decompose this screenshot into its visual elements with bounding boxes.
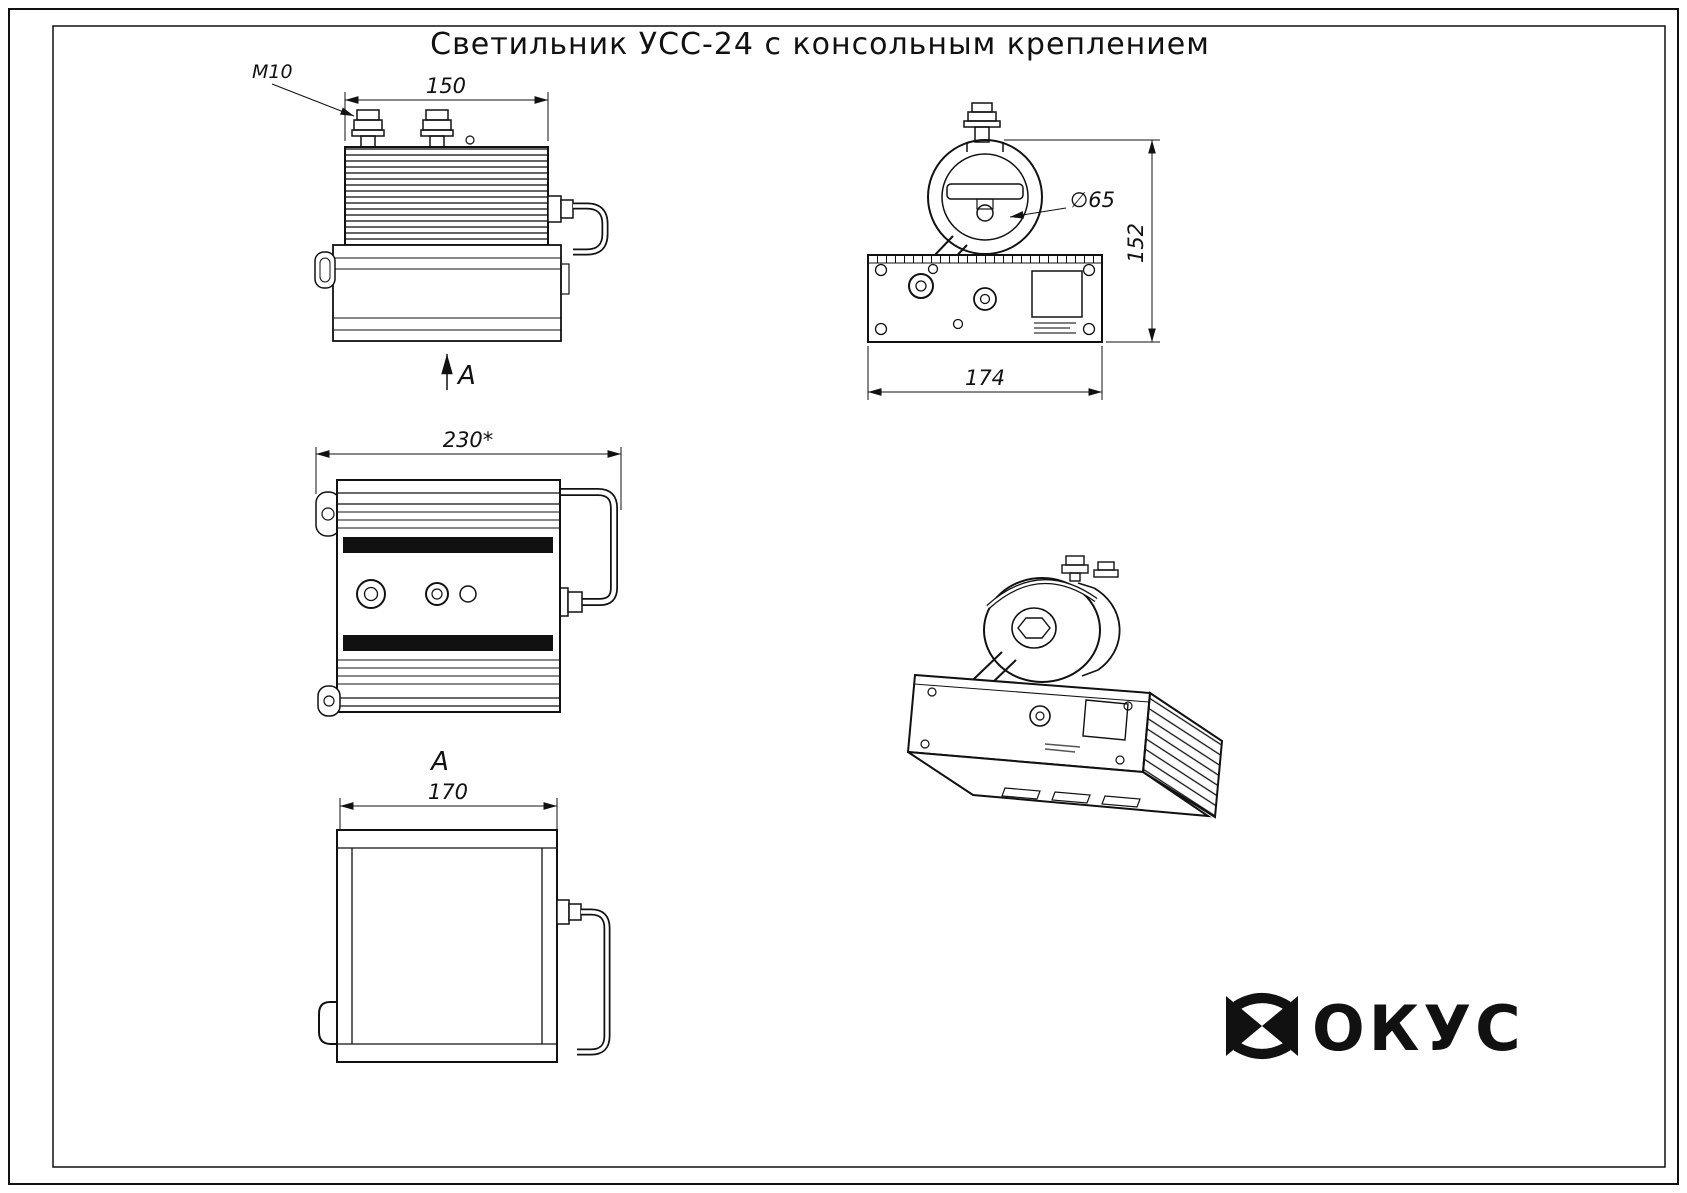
view-direction-label: А (456, 361, 476, 391)
heatsink-body (344, 146, 549, 246)
power-cable-core (573, 204, 607, 254)
diameter-leader (1009, 207, 1067, 219)
gasket-band-bottom (343, 635, 553, 651)
mounting-bracket-top (314, 244, 570, 342)
bolt-left-icon (351, 109, 385, 148)
section-view-label: А (429, 747, 449, 777)
cable-gland-small (459, 585, 477, 603)
iso-nameplate-text (1044, 743, 1081, 753)
lamp-housing-side (336, 479, 561, 713)
thread-label: М10 (252, 61, 293, 83)
clamp-bolt-icon (963, 102, 1001, 143)
view-isometric (906, 555, 1224, 819)
cable-gland-large (356, 579, 386, 609)
clamp-diameter-label: ∅65 (1070, 188, 1115, 212)
dimension-top-width (344, 92, 549, 141)
view-front: ∅65 152 (867, 102, 1160, 400)
view-top: 150 М10 (252, 61, 609, 391)
dim-front-height-label: 152 (1124, 223, 1148, 263)
lamp-housing-bottom (336, 829, 558, 1063)
dimension-bottom-width (339, 798, 558, 829)
dimension-front-width (867, 346, 1103, 400)
thread-leader (271, 83, 355, 117)
dimension-front-height (1004, 139, 1160, 343)
logo-mark-icon (1226, 993, 1298, 1059)
gasket-band-top (343, 537, 553, 553)
outer-border (8, 8, 1679, 1185)
page-title: Светильник УСС-24 с консольным крепление… (430, 27, 1210, 62)
cable-connector (547, 195, 574, 223)
logo: ОКУС (1226, 992, 1525, 1065)
bottom-cable (577, 908, 611, 1056)
bottom-connector (556, 899, 582, 925)
nameplate (1031, 270, 1083, 318)
iso-clamp-ring (983, 577, 1121, 683)
dimension-side-width (315, 447, 622, 510)
view-bottom: А 170 (318, 747, 611, 1063)
iso-nameplate (1082, 699, 1129, 741)
bottom-hook (318, 1001, 337, 1045)
dim-side-width-label: 230* (443, 428, 494, 452)
dim-front-width-label: 174 (965, 366, 1005, 390)
inner-frame (52, 25, 1666, 1168)
iso-housing (906, 673, 1224, 819)
strap-lug-left (315, 491, 341, 537)
iso-bolts (1061, 555, 1119, 582)
cable-gland-mid (425, 582, 449, 606)
view-side: 230* (315, 428, 622, 717)
logo-text: ОКУС (1312, 992, 1525, 1065)
sheet-border (8, 8, 1679, 1185)
iso-strap-core (987, 580, 1097, 608)
top-screw (465, 135, 475, 145)
bolt-right-icon (420, 109, 454, 148)
lamp-housing-front (867, 254, 1103, 343)
strap-lug-bottom (317, 685, 341, 717)
dim-bottom-width-label: 170 (428, 780, 468, 804)
dim-top-width-label: 150 (426, 74, 466, 98)
nameplate-text-lines (1034, 322, 1076, 334)
bottom-cable-core (577, 910, 609, 1054)
